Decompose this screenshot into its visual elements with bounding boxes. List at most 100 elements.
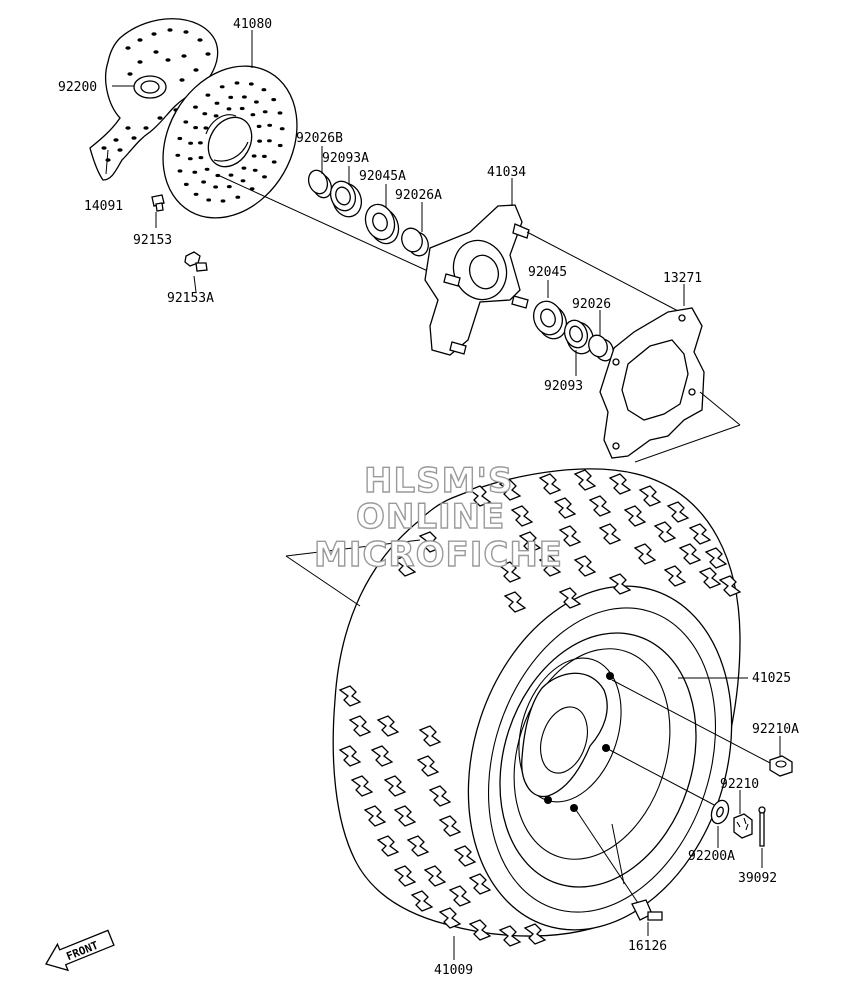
tread-block	[573, 555, 597, 577]
disc-hole	[202, 112, 208, 116]
watermark-line-1: HLSM'S	[364, 461, 513, 501]
disc-hole	[183, 182, 189, 186]
guard-hole	[117, 148, 123, 152]
guard-hole	[181, 54, 187, 58]
label-92093A: 92093A	[322, 151, 369, 166]
guard-hole	[125, 126, 131, 130]
disc-hole	[251, 154, 257, 158]
tread-block	[370, 745, 394, 767]
tread-block	[678, 543, 702, 565]
tread-block	[338, 745, 362, 767]
disc-hole	[203, 126, 209, 130]
guard-hole	[157, 116, 163, 120]
tread-block	[688, 523, 712, 545]
disc-hole	[213, 185, 219, 189]
guard-hole	[127, 72, 133, 76]
disc-hole	[239, 106, 245, 111]
tread-block	[418, 725, 442, 747]
seal-92200	[133, 75, 167, 99]
tread-block	[718, 575, 742, 597]
disc-hole	[262, 154, 267, 158]
disc-hole	[192, 170, 198, 174]
disc-hole	[271, 160, 277, 164]
tread-block	[666, 501, 690, 523]
disc-hole	[193, 192, 199, 196]
disc-hole	[187, 157, 193, 161]
label-92045: 92045	[528, 265, 567, 280]
disc-hole	[201, 180, 207, 184]
tread-block	[638, 485, 662, 507]
guard-hole	[113, 138, 119, 142]
disc-hole	[261, 88, 267, 92]
disc-hole	[271, 98, 277, 102]
label-leader-lines	[105, 30, 781, 960]
tread-block	[393, 865, 417, 887]
label-92153: 92153	[133, 233, 172, 248]
collar-92026B	[307, 169, 333, 199]
tread-block	[588, 495, 612, 517]
guard-hole	[137, 38, 143, 42]
disc-hole	[204, 167, 210, 171]
tread-block	[653, 521, 677, 543]
guard-hole	[179, 78, 185, 82]
disc-hole	[175, 153, 181, 157]
guard-hole	[165, 58, 171, 62]
label-16126: 16126	[628, 939, 667, 954]
disc-hole	[214, 101, 220, 105]
wheel-rim-41025	[499, 632, 697, 888]
disc-hole	[219, 85, 225, 89]
disc-hole	[257, 139, 262, 143]
tread-block	[350, 775, 374, 797]
disc-hole	[205, 93, 211, 97]
guard-hole	[183, 30, 189, 34]
label-92093: 92093	[544, 379, 583, 394]
disc-hole	[250, 113, 256, 117]
tread-block	[558, 525, 582, 547]
guard-hole	[193, 68, 199, 72]
tire-tread-blocks	[338, 469, 742, 947]
tread-block	[633, 543, 657, 565]
disc-hole	[228, 173, 234, 177]
disc-hole	[193, 126, 199, 130]
tread-block	[363, 805, 387, 827]
disc-hole	[279, 127, 285, 131]
guard-hole	[167, 28, 173, 32]
disc-hole	[256, 124, 262, 128]
bearing-92045	[532, 300, 568, 340]
cotter-pin-39092	[758, 806, 766, 847]
disc-hole	[206, 198, 212, 202]
valve-16126	[631, 899, 663, 921]
guard-hole	[101, 146, 107, 150]
oil-seal-92093A	[329, 180, 363, 218]
tread-block	[416, 755, 440, 777]
disc-hole	[234, 81, 240, 85]
label-92210A: 92210A	[752, 722, 799, 737]
guard-hole	[125, 46, 131, 50]
tread-block	[376, 835, 400, 857]
tread-block	[438, 815, 462, 837]
label-92210: 92210	[720, 777, 759, 792]
guard-plate-13271	[599, 307, 705, 459]
tread-block	[663, 565, 687, 587]
tread-block	[468, 485, 492, 507]
disc-hole	[188, 141, 194, 145]
disc-hole	[267, 123, 273, 127]
disc-hole	[267, 139, 272, 143]
disc-hole	[193, 105, 198, 109]
tread-block	[503, 591, 527, 613]
label-41009: 41009	[434, 963, 473, 978]
guard-hole	[153, 50, 159, 54]
disc-hole	[198, 141, 203, 145]
disc-hole	[252, 168, 258, 172]
tread-block	[523, 923, 547, 945]
tread-block	[498, 479, 522, 501]
tread-block	[518, 531, 542, 553]
disc-hole	[213, 114, 219, 118]
watermark-line-3: MICROFICHE	[314, 535, 563, 575]
tread-block	[428, 785, 452, 807]
tread-block	[348, 715, 372, 737]
watermark: HLSM'S ONLINE MICROFICHE	[313, 460, 563, 575]
oil-seal-92093	[563, 319, 595, 355]
guard-hole	[131, 136, 137, 140]
tread-block	[376, 715, 400, 737]
